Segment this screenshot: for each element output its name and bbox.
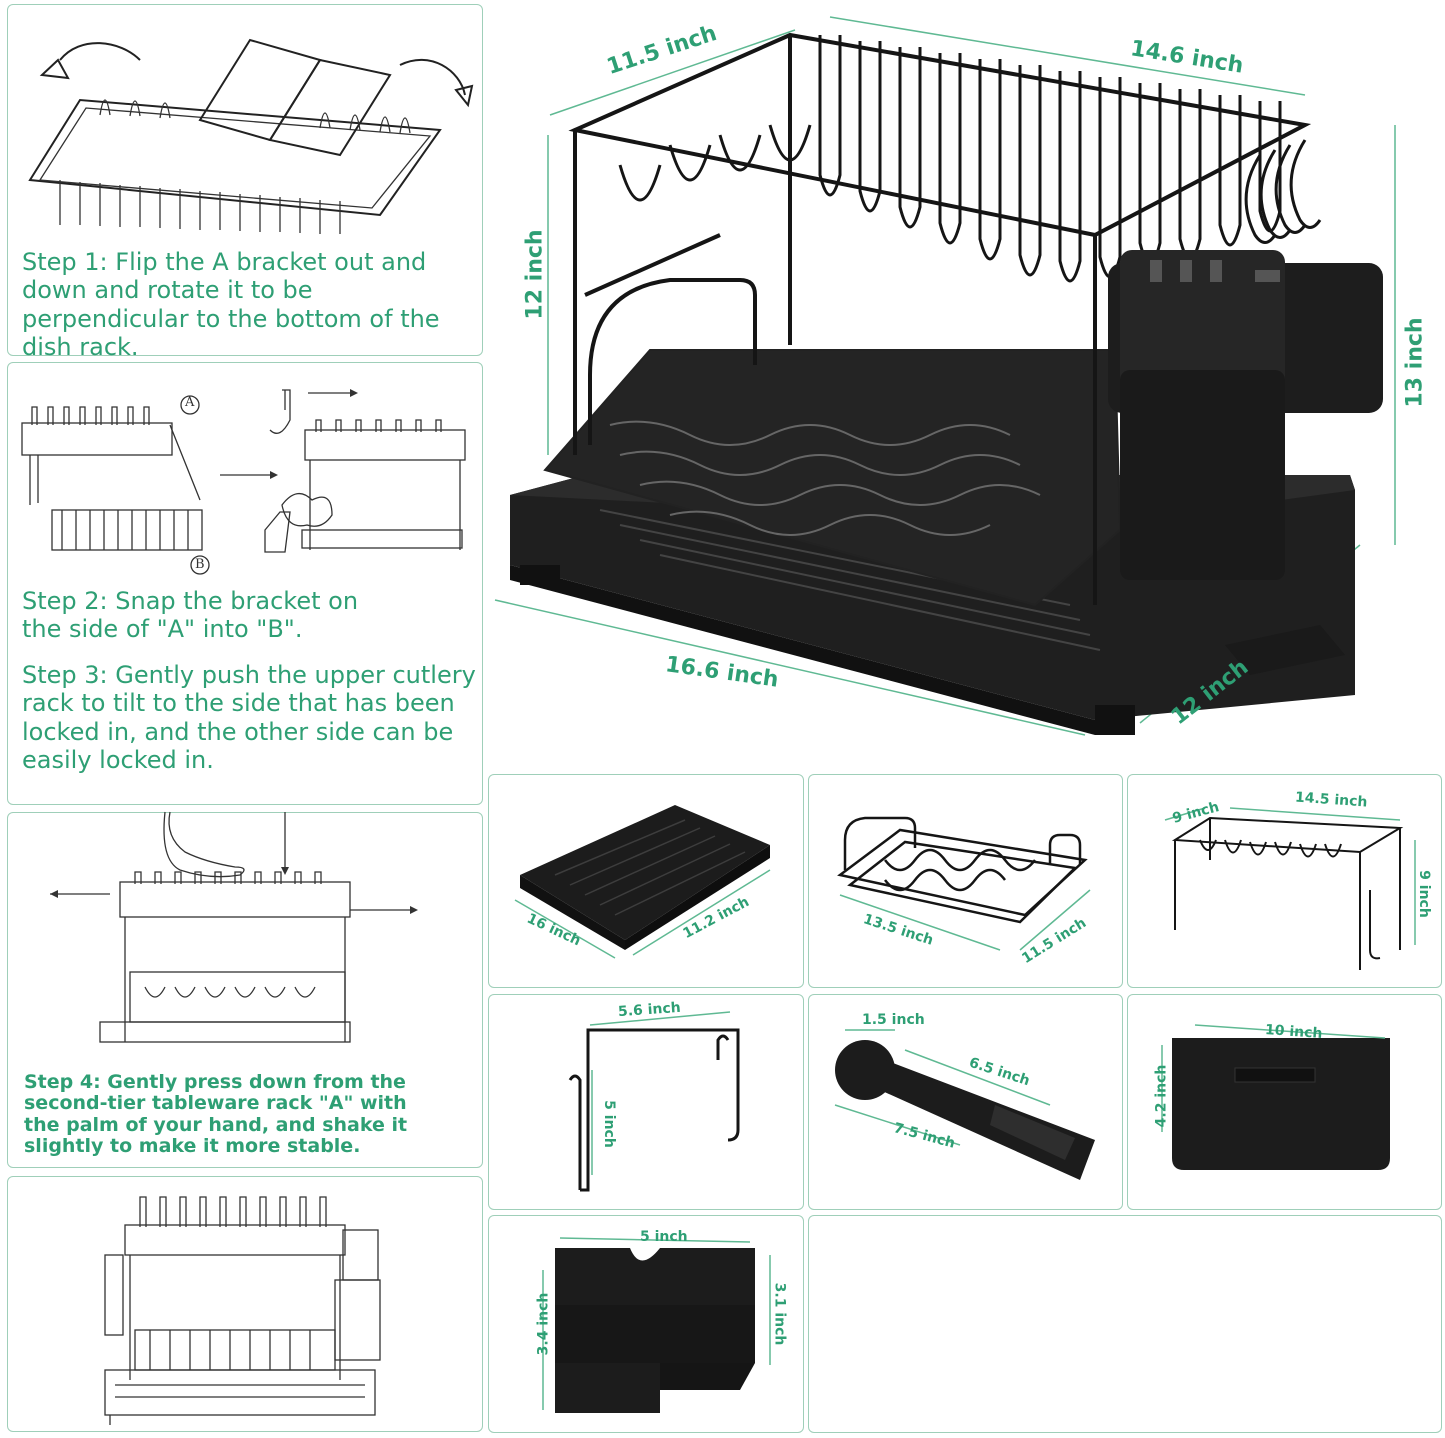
hook-height-label: 5 inch xyxy=(600,1100,617,1148)
knife-block-left-height-label: 3.4 inch xyxy=(535,1292,552,1356)
main-product-image xyxy=(494,16,1396,736)
empty-panel xyxy=(808,1215,1442,1433)
step2-illustration xyxy=(21,389,466,575)
part-upper-rack-panel xyxy=(1127,774,1442,988)
cup-image xyxy=(1161,1024,1390,1170)
part-lower-rack-panel xyxy=(808,774,1123,988)
step4-text: Step 4: Gently press down from the secon… xyxy=(24,1071,408,1157)
step2-3-panel xyxy=(7,362,483,805)
dim-left-height: 12 inch xyxy=(522,229,548,320)
upper-rack-image xyxy=(1164,807,1416,970)
knife-block-image xyxy=(542,1237,771,1413)
step3-text: Step 3: Gently push the upper cutlery ra… xyxy=(22,661,476,774)
spout-top-label: 1.5 inch xyxy=(862,1012,925,1028)
lower-rack-image xyxy=(837,816,1091,951)
upper-rack-height-label: 9 inch xyxy=(1415,870,1432,918)
step1-text: Step 1: Flip the A bracket out and down … xyxy=(22,248,440,361)
step4-illustration xyxy=(50,811,418,1043)
knife-block-right-height-label: 3.1 inch xyxy=(771,1282,788,1346)
label-b: B xyxy=(195,557,205,572)
cup-height-label: 4.2 inch xyxy=(1153,1064,1170,1128)
assembled-illustration xyxy=(104,1196,381,1425)
step4-panel xyxy=(7,812,483,1168)
assembled-panel xyxy=(7,1176,483,1432)
tray-image xyxy=(514,805,771,959)
dim-right-height: 13 inch xyxy=(1402,317,1428,408)
step2-text: Step 2: Snap the bracket on the side of … xyxy=(22,587,359,644)
step1-illustration xyxy=(28,38,474,234)
hook-image xyxy=(568,1011,740,1192)
spout-image xyxy=(834,1029,1095,1180)
knife-block-width-label: 5 inch xyxy=(640,1229,688,1245)
label-a: A xyxy=(185,395,195,410)
